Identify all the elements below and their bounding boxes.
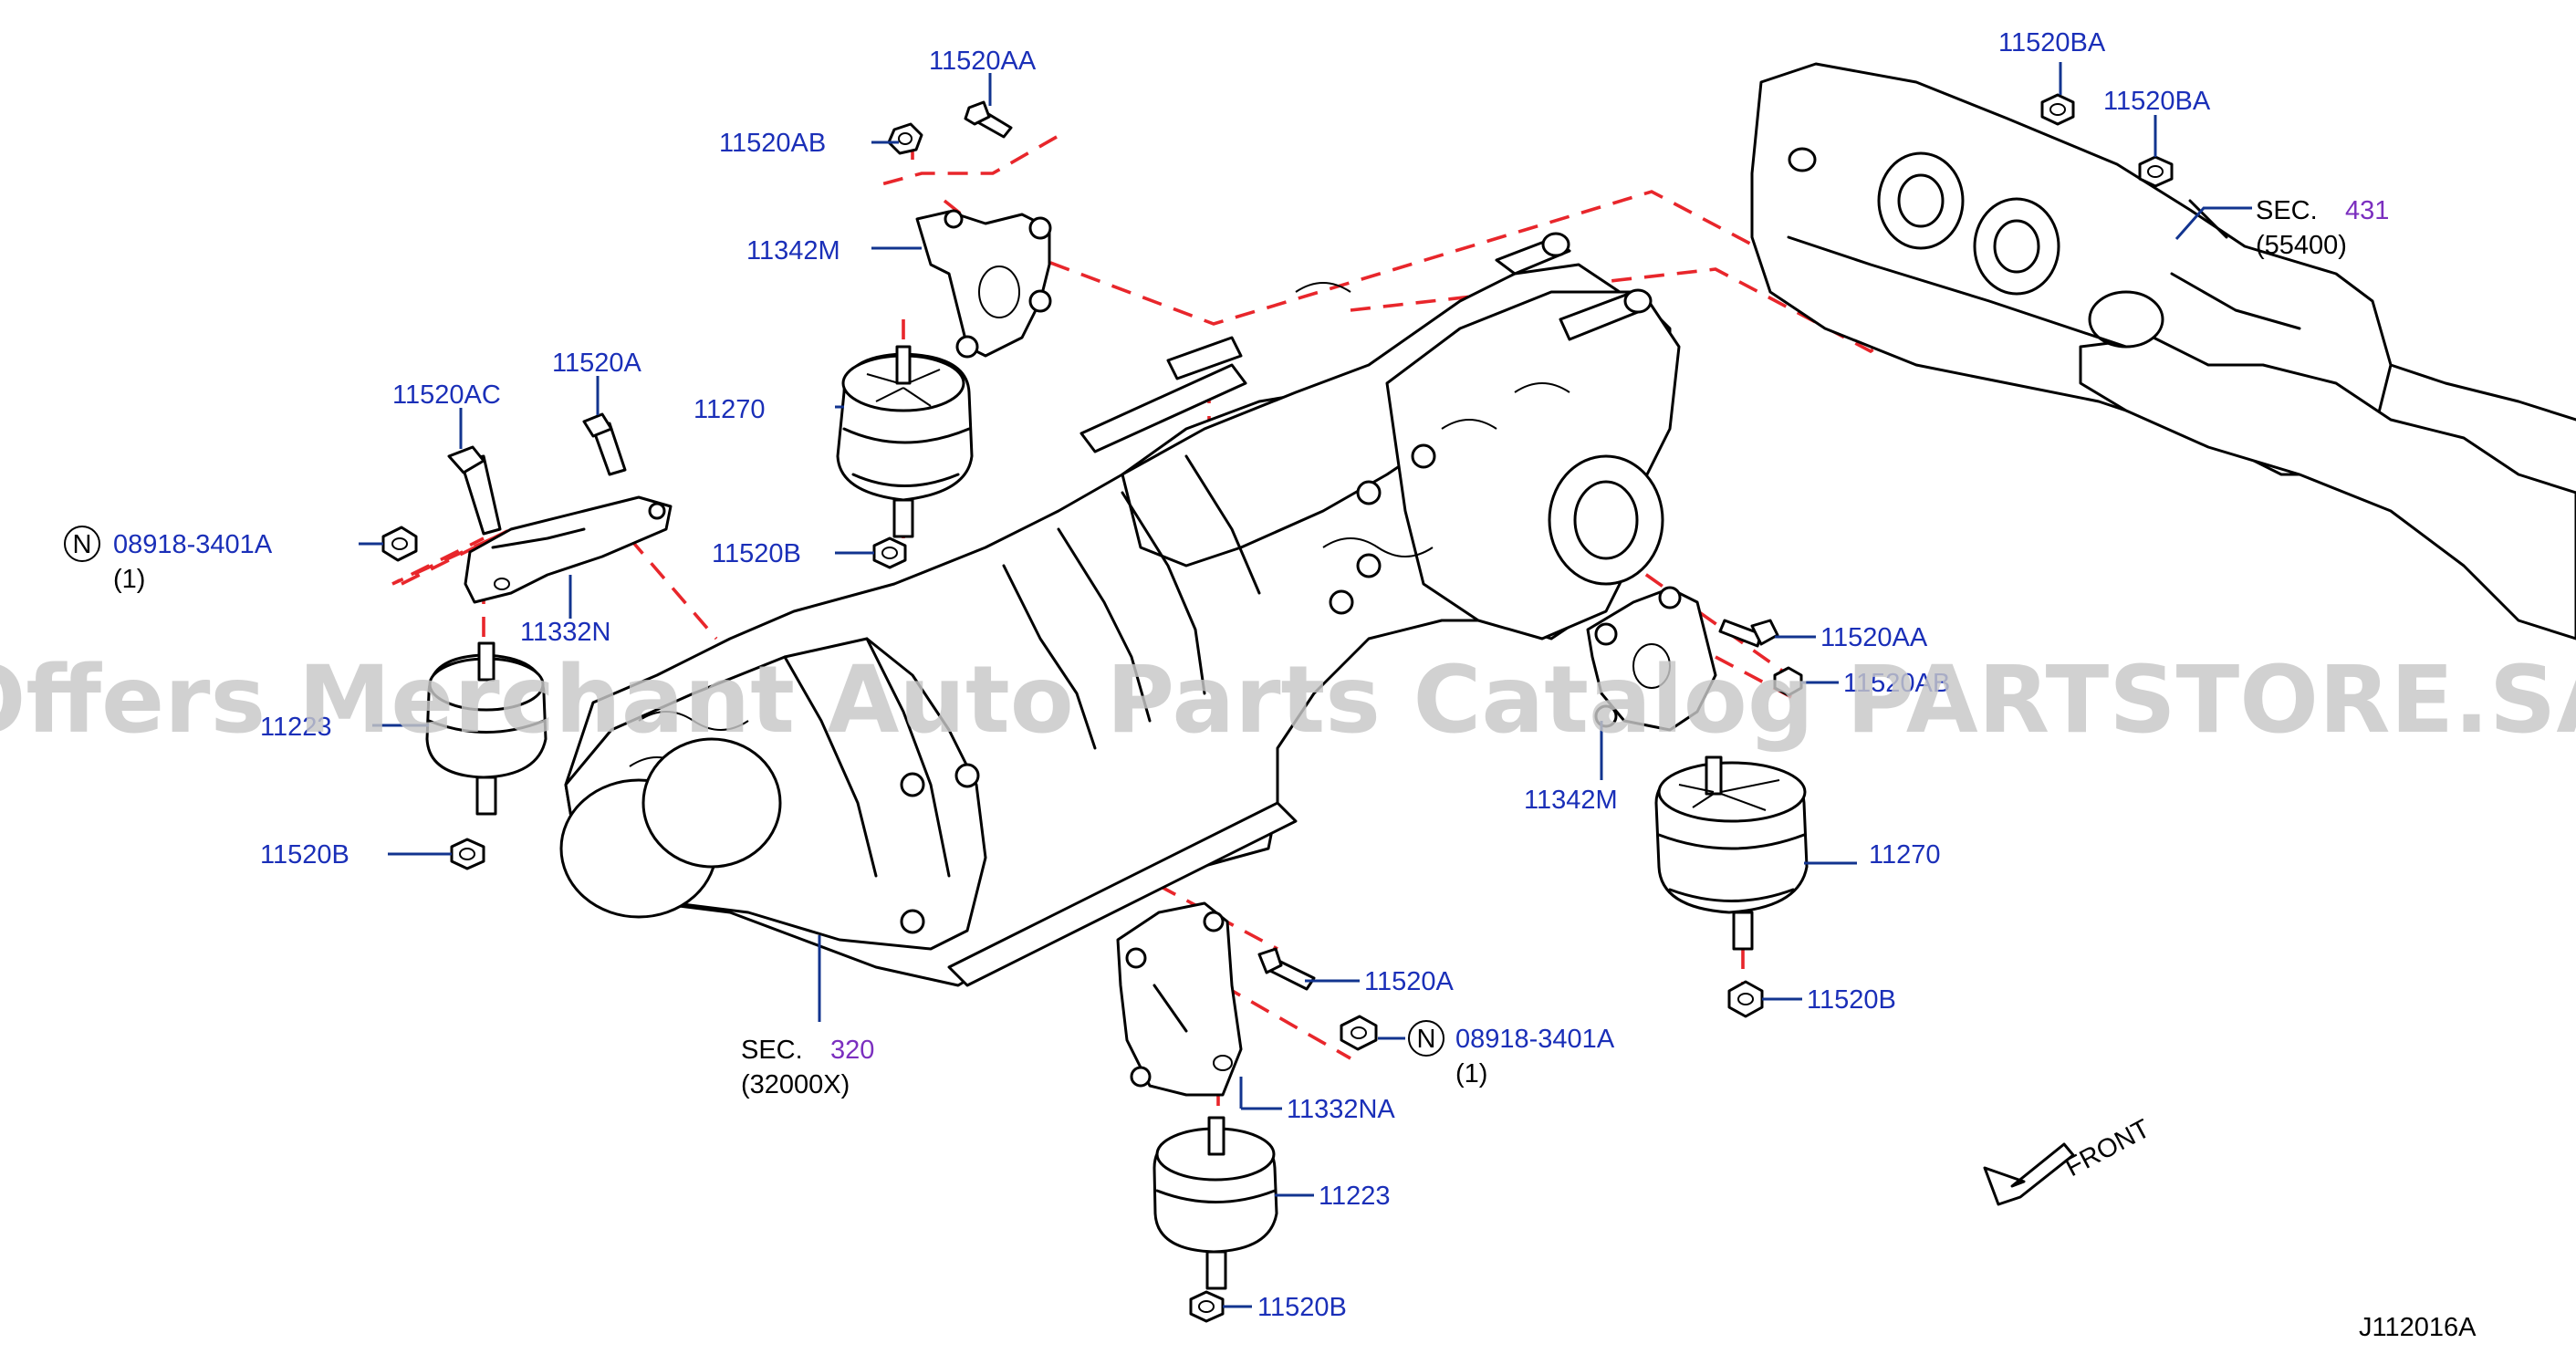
- label-08918-left[interactable]: 08918-3401A: [113, 530, 273, 559]
- nut-11520ab-right: [1773, 666, 1803, 697]
- front-arrow-icon: [1983, 1142, 2075, 1206]
- fasteners: [381, 93, 2174, 1323]
- bolt-11520aa-top: [964, 100, 1013, 139]
- label-11520ba-2[interactable]: 11520BA: [2103, 87, 2211, 116]
- label-11270-right[interactable]: 11270: [1869, 840, 1941, 870]
- label-11520a-left[interactable]: 11520A: [552, 349, 641, 378]
- nut-11520ba-2: [2138, 155, 2174, 188]
- nut-08918-center: [1340, 1015, 1378, 1051]
- label-08918-center[interactable]: 08918-3401A: [1455, 1025, 1615, 1054]
- nut-11520b-center: [1189, 1290, 1225, 1323]
- label-11520ac[interactable]: 11520AC: [392, 380, 501, 410]
- label-11520ab-top[interactable]: 11520AB: [719, 129, 826, 158]
- label-11332n[interactable]: 11332N: [520, 618, 610, 647]
- label-sec-left: SEC.: [741, 1036, 803, 1065]
- note-marker-left: N: [64, 526, 100, 562]
- label-sec-right: SEC.: [2256, 196, 2318, 225]
- nut-11520b-upper: [872, 536, 907, 569]
- label-11270-upper[interactable]: 11270: [694, 395, 766, 424]
- nut-11520ab-top: [887, 122, 923, 155]
- label-sec-left-ref: (32000X): [741, 1070, 850, 1099]
- label-qty-center: (1): [1455, 1059, 1487, 1088]
- leader-lines: [359, 62, 2252, 1308]
- label-11520b-right[interactable]: 11520B: [1807, 985, 1896, 1015]
- label-11520b-left[interactable]: 11520B: [260, 840, 349, 870]
- nut-08918-left: [381, 526, 418, 562]
- label-11342m-right[interactable]: 11342M: [1524, 786, 1618, 815]
- front-indicator: FRONT: [1983, 1114, 2155, 1206]
- nut-11520b-left: [450, 838, 485, 870]
- mount-11270-upper: [836, 345, 974, 538]
- label-11223-left[interactable]: 11223: [260, 713, 332, 742]
- bolt-11520aa-right: [1718, 619, 1779, 648]
- label-11520ab-right[interactable]: 11520AB: [1843, 669, 1950, 698]
- bracket-11332na: [1116, 901, 1243, 1097]
- label-sec-left-num[interactable]: 320: [830, 1036, 874, 1065]
- label-11520aa-top[interactable]: 11520AA: [929, 47, 1037, 76]
- engine-mounts: [425, 345, 1809, 1290]
- label-11520ba-1[interactable]: 11520BA: [1998, 28, 2106, 57]
- bolt-11520a-left: [582, 412, 627, 476]
- part-labels: 11520AA 11520AB 11342M 11270 11520B 1152…: [113, 28, 2389, 1322]
- transmission-assembly: [559, 232, 1681, 987]
- label-qty-left: (1): [113, 565, 145, 594]
- bolt-11520a-center: [1257, 947, 1316, 991]
- label-11223-center[interactable]: 11223: [1319, 1182, 1391, 1211]
- note-marker-center: N: [1408, 1020, 1444, 1057]
- label-11520aa-right[interactable]: 11520AA: [1820, 623, 1928, 652]
- label-sec-right-ref: (55400): [2256, 231, 2347, 260]
- nut-11520b-right: [1727, 980, 1764, 1018]
- mount-11270-right: [1654, 755, 1809, 951]
- bracket-11332n: [464, 495, 673, 604]
- frame-member: [1750, 62, 2576, 641]
- mount-11223-left: [425, 641, 548, 816]
- front-label: FRONT: [2060, 1114, 2154, 1182]
- label-sec-right-num[interactable]: 431: [2345, 196, 2389, 225]
- note-symbol: N: [1417, 1025, 1436, 1054]
- mount-11223-center: [1152, 1116, 1278, 1290]
- label-11520b-center[interactable]: 11520B: [1257, 1293, 1347, 1322]
- label-11332na[interactable]: 11332NA: [1287, 1095, 1395, 1124]
- diagram-code: J112016A: [2359, 1313, 2477, 1342]
- label-11342m-upper[interactable]: 11342M: [746, 236, 840, 266]
- bolt-11520ac: [447, 445, 502, 536]
- note-symbol: N: [73, 530, 92, 559]
- nut-11520ba-1: [2040, 93, 2075, 126]
- label-11520b-upper[interactable]: 11520B: [712, 539, 801, 568]
- label-11520a-center[interactable]: 11520A: [1364, 967, 1454, 996]
- watermark: Offers Merchant Auto Parts Catalog PARTS…: [0, 646, 2576, 755]
- bracket-11342m-upper: [915, 209, 1052, 359]
